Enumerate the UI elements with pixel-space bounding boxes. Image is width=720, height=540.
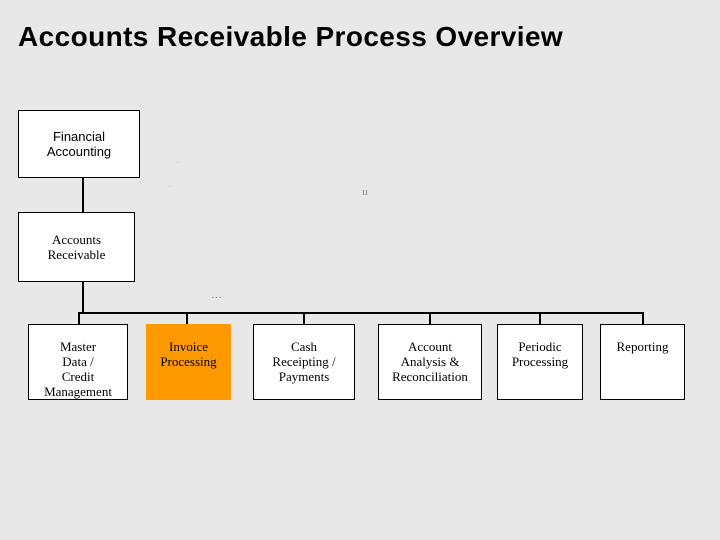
connector-drop-reporting	[642, 312, 644, 324]
node-label-line1: Invoice	[169, 339, 208, 354]
node-label-line3: Reconciliation	[392, 369, 468, 384]
node-label-line2: Accounting	[46, 144, 112, 159]
connector-drop-cash-receipting	[303, 312, 305, 324]
node-label-line1: Periodic	[518, 339, 562, 354]
node-label-line2: Processing	[511, 354, 569, 369]
scan-artifact-mark-b: ·	[168, 181, 172, 193]
node-label-line2: Data /	[62, 354, 94, 369]
connector-drop-invoice-processing	[186, 312, 188, 324]
node-label-line2: Analysis &	[400, 354, 460, 369]
node-label-line1: Financial	[52, 129, 106, 144]
node-reporting[interactable]: Reporting	[600, 324, 690, 405]
connector-ar-to-bus	[82, 282, 84, 314]
connector-fa-to-ar	[82, 178, 84, 213]
scan-artifact-mark-c: ıı	[362, 186, 369, 198]
connector-drop-master-data	[78, 312, 80, 324]
connector-drop-account-analysis	[429, 312, 431, 324]
scan-artifact-mark-a: ·	[176, 157, 180, 169]
node-label-line1: Master	[59, 339, 97, 354]
node-label-line2: Receipting /	[272, 354, 336, 369]
node-label-line2: Processing	[160, 354, 217, 369]
node-label-line4: Management	[44, 384, 112, 399]
node-label-line3: Payments	[278, 369, 330, 384]
connector-horizontal-bus	[78, 312, 644, 314]
node-label-line3: Credit	[61, 369, 95, 384]
node-label-line2: Receivable	[47, 247, 106, 262]
connector-drop-periodic-processing	[539, 312, 541, 324]
node-label-line1: Reporting	[616, 339, 669, 354]
node-label-line1: Accounts	[51, 232, 102, 247]
node-label-reporting: Reporting	[601, 325, 684, 354]
page-title: Accounts Receivable Process Overview	[18, 21, 564, 52]
node-label-line1: Cash	[291, 339, 317, 354]
scan-artifact-mark-d: ···	[211, 292, 222, 304]
node-label-line1: Account	[407, 339, 453, 354]
